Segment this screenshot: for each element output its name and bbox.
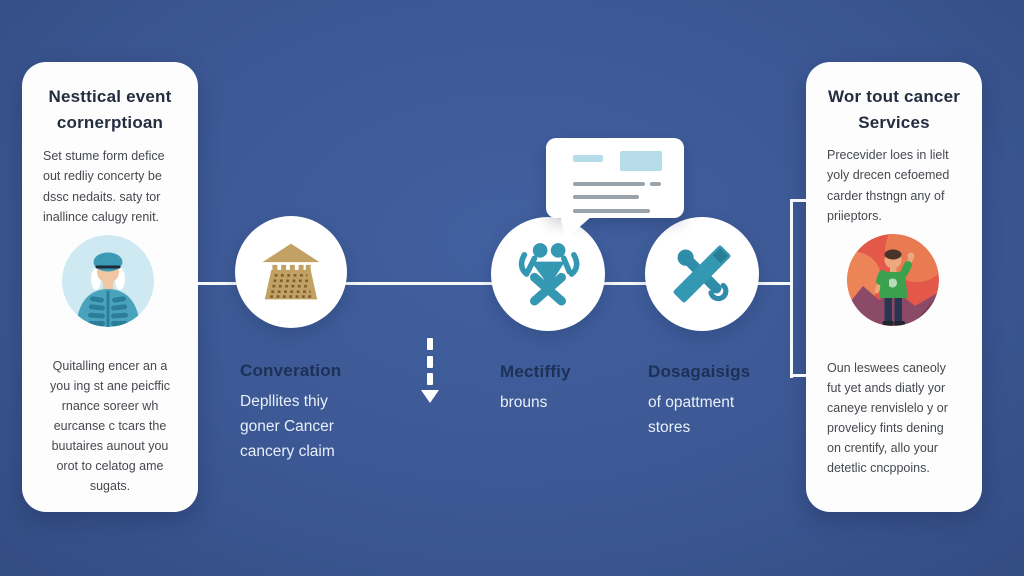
left-card-body: Set stume form defice out redliy concert… xyxy=(43,149,165,224)
step-subtext: brouns xyxy=(500,394,548,411)
crossed-tools-icon xyxy=(673,245,731,303)
tools-step-circle xyxy=(645,217,759,331)
waving-person-icon xyxy=(847,234,939,326)
step-subtext: Depllites thiy goner Cancer cancery clai… xyxy=(240,393,335,460)
bank-building-icon xyxy=(262,243,320,300)
right-info-card: Wor tout cancer Services Precevider loes… xyxy=(806,62,982,512)
bubble-text-line xyxy=(650,182,661,186)
dashed-down-arrow-icon xyxy=(427,373,433,385)
right-card-footer: Oun leswees caneoly fut yet ands diatly … xyxy=(827,361,948,475)
step-label-team: Mectiffiy brouns xyxy=(500,362,620,416)
medical-professional-icon xyxy=(62,235,154,327)
step-subtext: of opattment stores xyxy=(648,394,735,436)
bubble-image-block xyxy=(620,151,662,171)
down-arrowhead-icon xyxy=(421,390,439,403)
right-bracket-vertical-line xyxy=(790,199,793,378)
bubble-text-line xyxy=(573,209,650,213)
left-card-footer: Quitalling encer an a you ing st ane pei… xyxy=(50,359,170,493)
medical-professional-avatar xyxy=(62,235,154,327)
right-card-body: Precevider loes in lielt yoly drecen cef… xyxy=(827,148,950,223)
step-heading: Converation xyxy=(240,361,342,380)
bank-step-circle xyxy=(235,216,347,328)
dashed-down-arrow-icon xyxy=(427,356,433,368)
bubble-small-field xyxy=(573,155,603,162)
speech-bubble-tail xyxy=(560,216,592,239)
step-heading: Mectiffiy xyxy=(500,362,571,381)
left-info-card: Nesttical event cornerptioan Set stume f… xyxy=(22,62,198,512)
right-bracket-top-stub xyxy=(790,199,807,202)
waving-person-avatar xyxy=(847,234,939,326)
step-heading: Dosagaisigs xyxy=(648,362,751,381)
dashed-down-arrow-icon xyxy=(427,338,433,350)
step-label-tools: Dosagaisigs of opattment stores xyxy=(648,362,778,441)
document-speech-bubble xyxy=(546,138,684,218)
bubble-text-line xyxy=(573,182,645,186)
bubble-text-line xyxy=(573,195,639,199)
right-card-title: Wor tout cancer Services xyxy=(827,87,961,132)
step-label-conversation: Converation Depllites thiy goner Cancer … xyxy=(240,361,370,464)
right-bracket-bottom-stub xyxy=(790,374,807,377)
teamwork-people-icon xyxy=(518,243,580,306)
left-card-title: Nesttical event cornerptioan xyxy=(48,87,172,132)
